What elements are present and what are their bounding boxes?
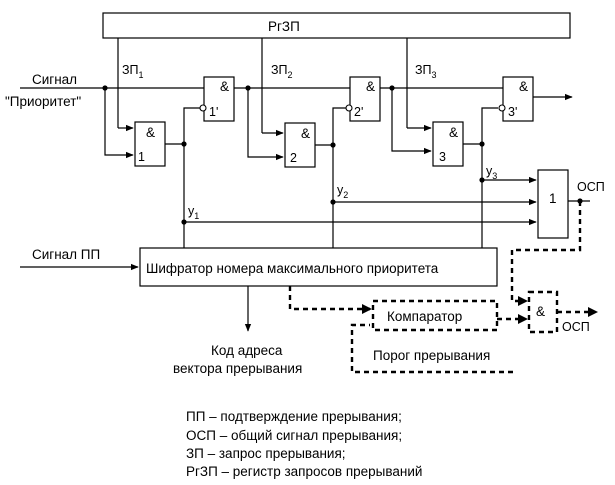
inverting-input-1p [199, 104, 207, 112]
and-gate-2-symbol: & [301, 126, 310, 141]
legend-line-2: ОСП – общий сигнал прерывания; [186, 428, 402, 443]
and-gate-2p-number: 2' [354, 105, 363, 119]
and-gate-2p [349, 76, 381, 122]
and-gate-3p-number: 3' [508, 105, 517, 119]
and-gate-3-symbol: & [449, 125, 458, 140]
comparator-block [371, 299, 499, 332]
and-gate-1p [203, 76, 235, 122]
or-to-and-gate-dashed [510, 201, 582, 303]
and-gate-3 [432, 121, 464, 167]
priority-line-to-gate-1 [104, 88, 134, 159]
threshold-dashed-line [350, 323, 513, 374]
or-gate-output-label: ОСП [577, 180, 605, 194]
request-label-1: ЗП1 [122, 63, 144, 80]
y2-to-gate-2p-inverted [332, 107, 346, 145]
or-to-and-gate-arrowhead [518, 296, 528, 306]
output-label-y2: y2 [337, 183, 348, 200]
gate-1p-output-to-gate-2 [247, 88, 284, 161]
and-gate-3p [502, 76, 534, 122]
encoder-to-comparator-arrowhead [362, 304, 372, 314]
final-and-gate-output-arrowhead [588, 307, 598, 317]
y3-to-gate-3p-inverted [481, 107, 498, 144]
and-gate-1 [134, 121, 166, 167]
vector-code-label-line1: Код адреса [211, 343, 283, 358]
legend-line-1: ПП – подтверждение прерывания; [186, 409, 402, 424]
comparator-label: Компаратор [387, 309, 462, 324]
ack-signal-label: Сигнал ПП [32, 247, 100, 262]
and-gate-1p-number: 1' [209, 105, 218, 119]
legend-line-3: ЗП – запрос прерывания; [186, 446, 346, 461]
gate-2p-output-to-gate-3 [391, 88, 432, 155]
and-gate-3p-symbol: & [519, 79, 528, 94]
or-gate [537, 169, 569, 239]
output-label-y1: y1 [188, 204, 199, 221]
and-gate-2-number: 2 [290, 151, 297, 165]
threshold-label: Порог прерывания [373, 348, 490, 363]
priority-signal-label-line1: Сигнал [32, 72, 77, 87]
comparator-to-and-gate-arrowhead [518, 314, 528, 324]
and-gate-1-number: 1 [138, 150, 145, 164]
request-label-3: ЗП3 [415, 63, 437, 80]
encoder-to-comparator-dashed [288, 286, 370, 311]
priority-encoder-label: Шифратор номера максимального приоритета [146, 261, 439, 276]
and-gate-1p-symbol: & [220, 79, 229, 94]
request-register-block [102, 12, 571, 39]
vector-code-label-line2: вектора прерывания [173, 361, 302, 376]
inverting-input-3p [498, 104, 506, 112]
priority-encoder-block [139, 247, 498, 287]
final-and-gate-output-label: ОСП [562, 320, 590, 334]
y1-to-gate-1p-inverted [183, 107, 200, 144]
legend-line-4: РгЗП – регистр запросов прерываний [186, 464, 422, 479]
request-register-label: РгЗП [268, 19, 300, 34]
request-label-2: ЗП2 [271, 63, 293, 80]
and-gate-3-number: 3 [439, 150, 446, 164]
or-gate-symbol: 1 [549, 191, 557, 206]
and-gate-1-symbol: & [146, 125, 155, 140]
priority-signal-label-line2: "Приоритет" [5, 94, 81, 109]
final-and-gate [527, 290, 559, 334]
inverting-input-2p [345, 104, 353, 112]
final-and-gate-symbol: & [536, 304, 545, 319]
and-gate-2p-symbol: & [366, 79, 375, 94]
output-label-y3: y3 [486, 164, 497, 181]
